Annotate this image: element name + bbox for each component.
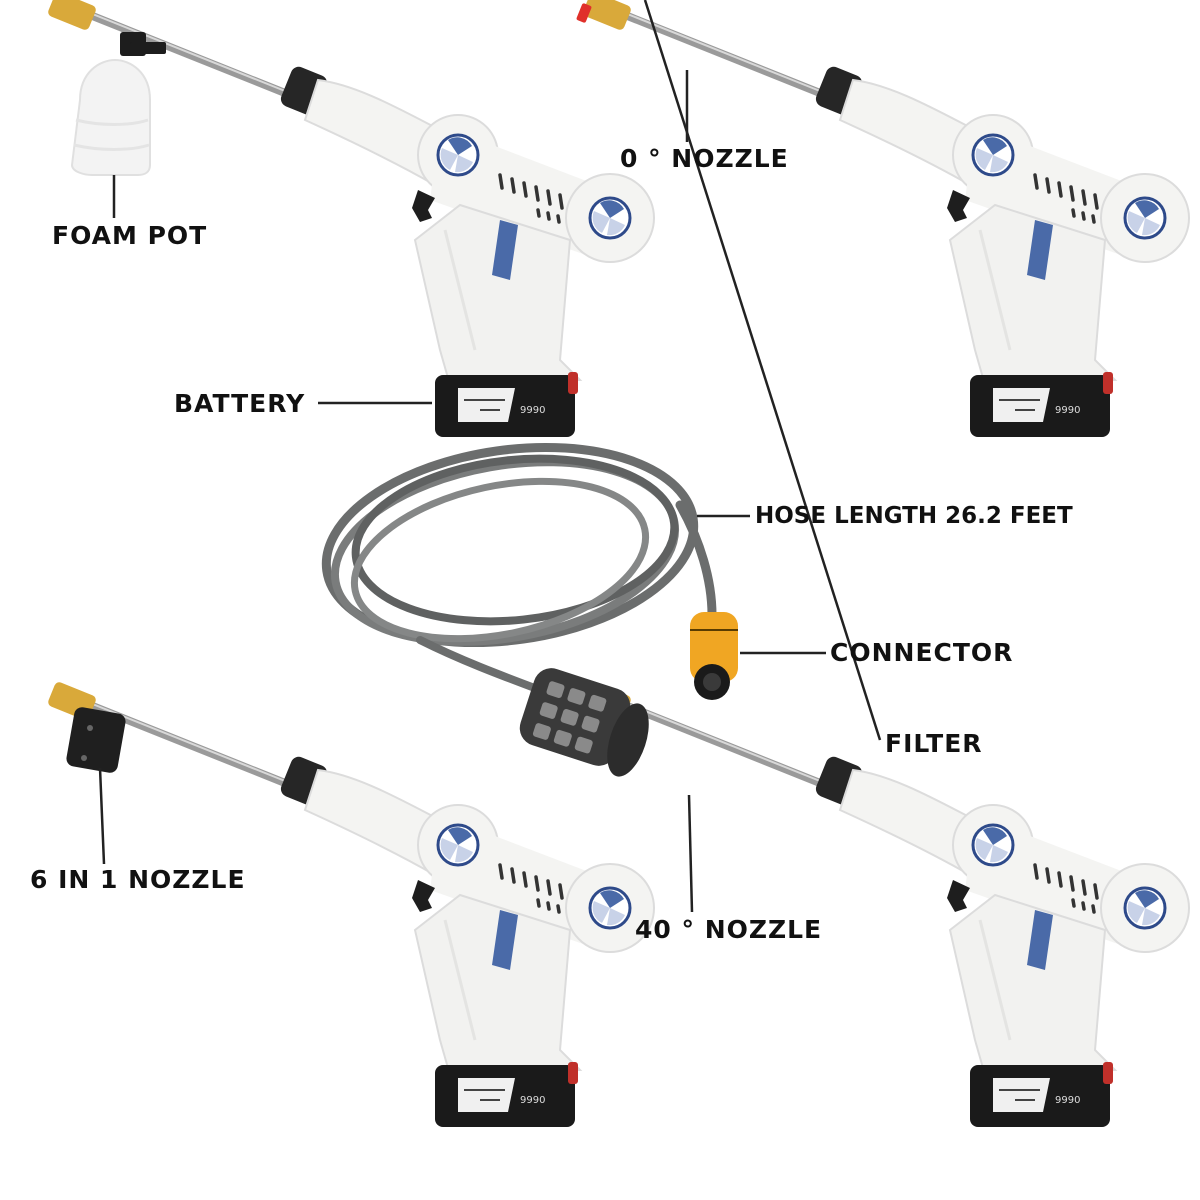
leader-lines (98, 0, 882, 913)
zero-degree-nozzle-label: 0 ° NOZZLE (620, 144, 789, 173)
foam-pot-label: FOAM POT (52, 221, 208, 250)
six-in-one-nozzle-label: 6 IN 1 NOZZLE (30, 865, 246, 894)
filter-label: FILTER (885, 729, 983, 758)
gun-top-right (576, 0, 1189, 437)
gun-bottom-right (576, 681, 1189, 1127)
filter-part (519, 668, 649, 777)
hose-length-label: HOSE LENGTH 26.2 FEET (755, 503, 1073, 529)
foam-pot (70, 32, 166, 176)
connector-part (690, 612, 738, 700)
hose-coil (321, 442, 717, 694)
battery-label: BATTERY (174, 389, 306, 418)
six-in-one-nozzle-head (66, 707, 126, 773)
gun-top-left (47, 0, 654, 437)
connector-label: CONNECTOR (830, 638, 1014, 667)
forty-degree-nozzle-label: 40 ° NOZZLE (635, 915, 823, 944)
